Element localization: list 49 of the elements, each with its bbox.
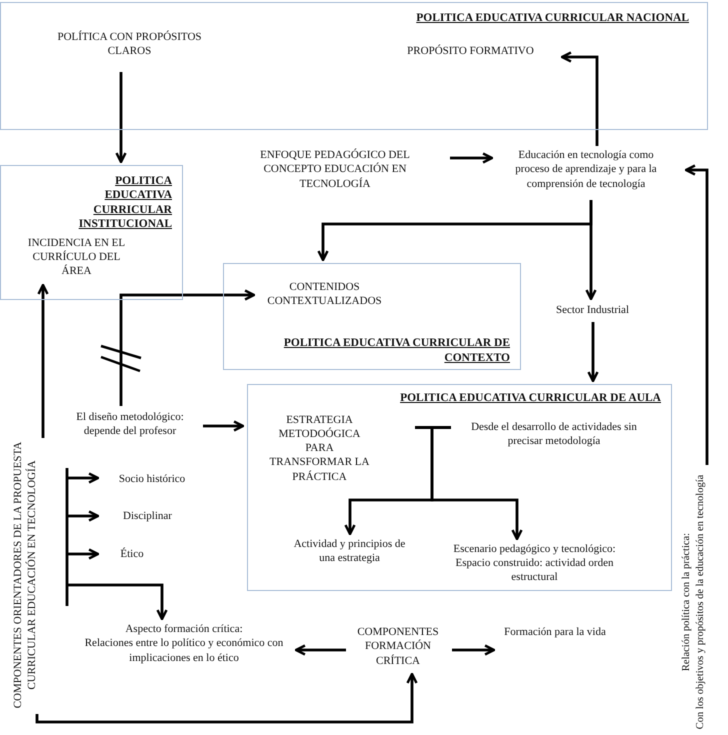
arrow: [203, 420, 244, 432]
arrow: [66, 510, 100, 522]
arrow: [66, 472, 100, 484]
arrow: [66, 584, 168, 620]
label-text: Ético: [112, 547, 152, 563]
arrow: [452, 644, 496, 656]
policy-panel: [0, 165, 183, 300]
label-text: COMPONENTES ORIENTADORES DE LA PROPUESTA CURRICULAR EDUCACIÓN EN TECNOLOGÍA: [11, 440, 57, 710]
label-text: INCIDENCIA EN EL CURRÍCULO DEL ÁREA: [22, 236, 132, 282]
arrow: [36, 672, 418, 724]
arrow: [585, 200, 597, 300]
label-text: Socio histórico: [112, 472, 192, 488]
policy-panel: [247, 384, 672, 591]
label-text: ENFOQUE PEDAGÓGICO DEL CONCEPTO EDUCACIÓN EN TECNOLOGÍA: [245, 148, 425, 194]
arrow: [587, 322, 599, 382]
arrow: [450, 152, 494, 164]
label-text: Educación en tecnología como proceso de aprendizaje y para la comprensión de tecnología: [500, 148, 672, 194]
label-text: Con los objetivos y propósitos de la educación en tecnología: [694, 474, 707, 732]
arrow: [684, 164, 708, 465]
arrow: [115, 72, 127, 164]
panel-heading: POLITICA EDUCATIVA CURRICULAR DE CONTEXTO: [282, 336, 510, 365]
label-text: El diseño metodológico: depende del profesor: [65, 410, 195, 440]
label-text: Desde el desarrollo de actividades sin precisar metodología: [462, 420, 646, 450]
label-text: Aspecto formación crítica:: [124, 622, 244, 636]
label-text: Formación para la vida: [500, 625, 610, 655]
label-text: Escenario pedagógico y tecnológico:: [452, 542, 617, 556]
arrow: [120, 289, 256, 406]
label-text: CONTENIDOS CONTEXTUALIZADOS: [260, 280, 390, 310]
bar-shape: [414, 426, 450, 428]
policy-panel: [0, 2, 708, 130]
label-text: ESTRATEGIA METODOÓGICA PARA TRANSFORMAR LA PRÁCTICA: [270, 412, 370, 488]
panel-heading: POLITICA EDUCATIVA CURRICULAR DE AULA: [399, 391, 661, 406]
panel-heading: POLITICA EDUCATIVA CURRICULAR INSTITUCIONAL: [78, 174, 172, 232]
label-text: Relación política con la práctica:: [680, 532, 693, 674]
label-text: Disciplinar: [115, 509, 180, 525]
label-text: Sector Industrial: [545, 303, 640, 319]
label-text: Relaciones entre lo político y económico con implicaciones en lo ético: [84, 636, 284, 665]
arrow: [66, 548, 100, 560]
panel-heading: POLITICA EDUCATIVA CURRICULAR NACIONAL: [415, 11, 689, 26]
policy-panel: [223, 263, 521, 370]
label-text: COMPONENTES FORMACIÓN CRÍTICA: [350, 625, 446, 671]
label-text: Actividad y principios de una estrategia: [284, 536, 414, 566]
arrow: [294, 644, 346, 656]
label-text: PROPÓSITO FORMATIVO: [384, 44, 556, 60]
arrow: [37, 284, 49, 438]
label-text: Espacio construido: actividad orden estructural: [454, 556, 614, 584]
label-text: POLÍTICA CON PROPÓSITOS CLAROS: [40, 30, 220, 60]
arrow: [560, 51, 598, 146]
arrow: [430, 429, 523, 540]
